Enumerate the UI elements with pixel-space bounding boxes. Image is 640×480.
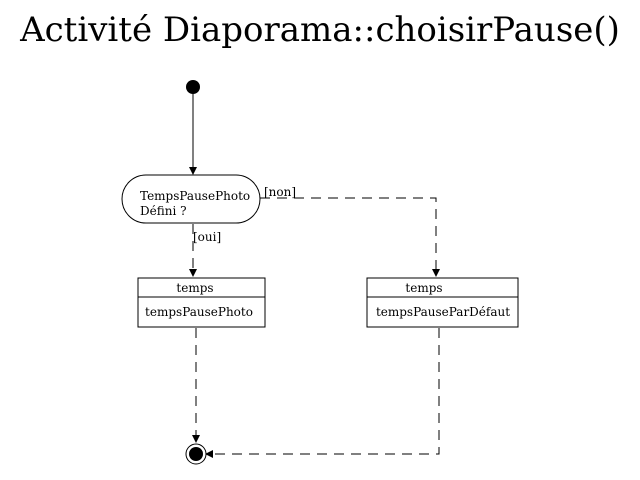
flow-non-to-default [260, 197, 440, 277]
flow-default-to-final [205, 328, 440, 458]
action-photo-body: tempsPausePhoto [145, 305, 253, 319]
action-box-default [366, 277, 519, 328]
action-default-header: temps [405, 281, 442, 295]
guard-oui: [oui] [193, 230, 221, 244]
guard-non: [non] [264, 185, 296, 199]
final-node-inner [189, 447, 203, 461]
action-photo-header: temps [176, 281, 213, 295]
action-default-body: tempsPauseParDéfaut [376, 305, 510, 319]
initial-node [186, 80, 200, 94]
diagram-title: Activité Diaporama::choisirPause() [20, 10, 620, 50]
action-box-photo [137, 277, 266, 328]
decision-label-line1: TempsPausePhoto [140, 189, 250, 203]
decision-label-line2: Défini ? [140, 204, 187, 218]
decision-node [121, 174, 261, 224]
